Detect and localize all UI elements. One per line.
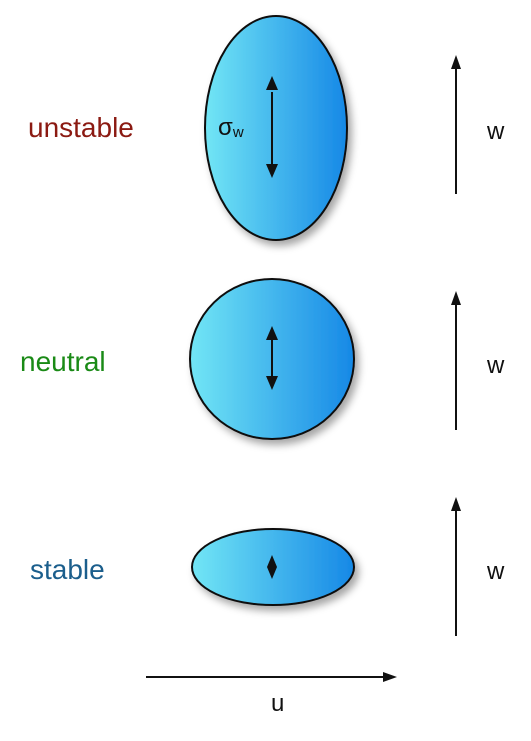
neutral-arrow-up-head — [266, 326, 278, 340]
w-label-stable: w — [487, 558, 505, 585]
unstable-ellipse — [204, 15, 348, 241]
sigma-subscript: w — [232, 124, 244, 141]
neutral-arrow-down-head — [266, 376, 278, 390]
stable-label: stable — [30, 554, 105, 585]
neutral-label: neutral — [20, 346, 106, 377]
u-label: u — [271, 690, 285, 717]
u-axis-head — [383, 672, 397, 682]
w-label-neutral: w — [487, 352, 505, 379]
w-axis-stable-head — [451, 497, 461, 511]
w-label-unstable: w — [487, 118, 505, 145]
unstable-arrow-up-head — [266, 76, 278, 90]
w-axis-unstable-head — [451, 55, 461, 69]
unstable-arrow-down-head — [266, 164, 278, 178]
unstable-label: unstable — [28, 112, 134, 143]
stable-sigma-diamond — [267, 555, 277, 579]
sigma-w-annotation: σw — [218, 114, 244, 142]
sigma-symbol: σ — [218, 114, 233, 141]
w-axis-neutral-head — [451, 291, 461, 305]
